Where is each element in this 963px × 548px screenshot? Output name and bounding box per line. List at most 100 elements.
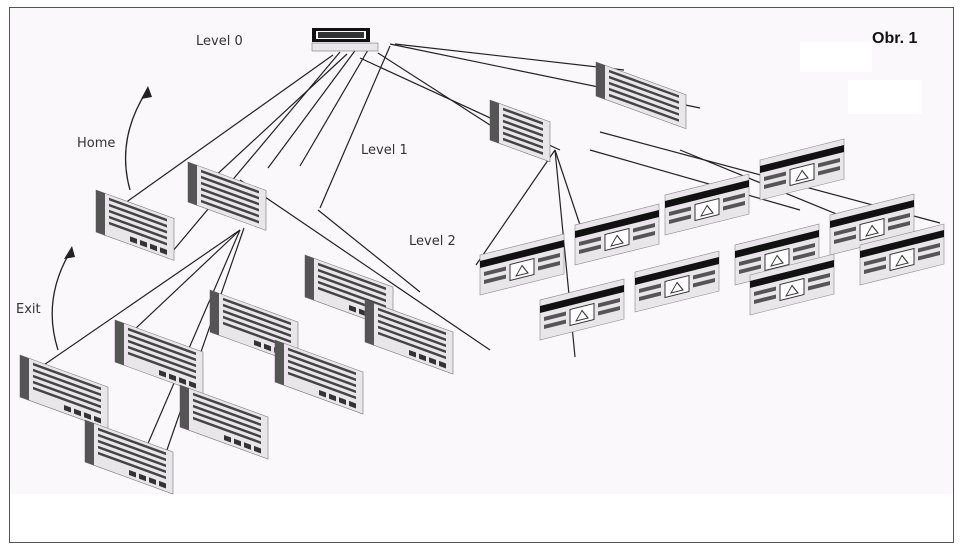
side-button: [544, 319, 566, 330]
menu-row: [288, 359, 356, 388]
menu-row: [318, 268, 386, 297]
menu-row: [128, 345, 196, 374]
side-button: [888, 213, 910, 223]
nav-button: [439, 360, 446, 369]
menu-row: [128, 351, 196, 380]
side-button: [669, 206, 691, 217]
menu-row: [223, 297, 291, 326]
menu-row: [288, 371, 356, 400]
menu-row: [503, 137, 543, 155]
menu-row: [98, 445, 166, 474]
level2-detail-screen: [664, 173, 750, 236]
side-button: [633, 231, 655, 241]
menu-row: [193, 404, 261, 433]
side-button: [834, 234, 856, 245]
nav-button: [359, 308, 366, 317]
screen-spine: [490, 100, 499, 144]
nav-button: [94, 415, 101, 424]
connector-line: [377, 52, 491, 126]
side-button: [818, 166, 840, 176]
home-icon: [515, 264, 529, 277]
side-button: [723, 201, 745, 211]
exit-label: Exit: [16, 302, 41, 317]
side-button: [538, 261, 560, 271]
menu-row: [378, 331, 446, 360]
level2-detail-screen: [749, 253, 835, 316]
menu-row: [288, 365, 356, 394]
side-button: [793, 251, 815, 261]
menu-row: [109, 215, 167, 240]
menu-row: [109, 197, 167, 222]
header-bar: [860, 230, 944, 258]
nav-button: [349, 305, 356, 313]
menu-row: [318, 262, 386, 291]
connector-line: [117, 229, 241, 346]
level-0-label: Level 0: [196, 34, 243, 49]
level1-menu-top: [595, 61, 687, 130]
home-icon: [865, 224, 879, 237]
icon-box: [859, 217, 885, 242]
connector-line: [96, 54, 334, 224]
menu-row: [288, 347, 356, 376]
nav-button: [84, 412, 91, 420]
header-bar: [480, 240, 564, 268]
menu-row: [223, 309, 291, 338]
nav-button: [234, 438, 241, 447]
level-1-label: Level 1: [361, 143, 408, 158]
menu-row: [98, 451, 166, 480]
home-icon: [575, 309, 589, 322]
icon-box: [694, 197, 720, 222]
side-button: [808, 281, 830, 291]
menu-row: [98, 439, 166, 468]
connector-line: [267, 47, 358, 169]
menu-row: [503, 107, 543, 125]
side-button: [723, 193, 745, 203]
header-bar: [750, 260, 834, 288]
icon-box: [779, 277, 805, 302]
nav-button: [160, 247, 167, 255]
nav-button: [224, 435, 231, 443]
icon-box: [664, 274, 690, 299]
side-button: [669, 214, 691, 225]
menu-row: [201, 199, 259, 224]
side-button: [834, 226, 856, 237]
menu-row: [193, 392, 261, 421]
root-title-glyphs: [318, 32, 364, 38]
menu-row: [503, 125, 543, 143]
nav-button: [409, 350, 416, 358]
menu-row: [33, 374, 101, 403]
side-button: [598, 306, 620, 316]
screen-spine: [85, 420, 94, 466]
figure-label: Obr. 1: [872, 30, 918, 47]
level2-detail-screen: [479, 233, 565, 296]
menu-row: [503, 131, 543, 149]
screen-spine: [305, 255, 314, 301]
side-button: [639, 291, 661, 302]
nav-button: [429, 357, 436, 365]
side-button: [693, 270, 715, 280]
level2-menu-screen: [114, 319, 204, 395]
blank-patch-2: [848, 80, 922, 114]
menu-row: [223, 303, 291, 332]
header-bar: [635, 257, 719, 285]
menu-row: [33, 368, 101, 397]
header-bar: [760, 145, 844, 173]
screen-spine: [210, 290, 219, 336]
menu-row: [201, 169, 259, 194]
root-menu: [311, 42, 379, 52]
home-arrowhead: [141, 86, 152, 99]
level2-detail-screen: [759, 138, 845, 201]
side-button: [544, 311, 566, 322]
nav-button: [130, 236, 137, 244]
menu-row: [378, 319, 446, 348]
menu-row: [128, 333, 196, 362]
side-button: [633, 223, 655, 233]
nav-button: [349, 400, 356, 409]
header-bar: [540, 285, 624, 313]
nav-button: [159, 480, 166, 489]
home-icon: [795, 169, 809, 182]
level2-menu-screen: [84, 419, 174, 495]
icon-box: [764, 247, 790, 272]
menu-row: [288, 353, 356, 382]
side-button: [579, 244, 601, 255]
